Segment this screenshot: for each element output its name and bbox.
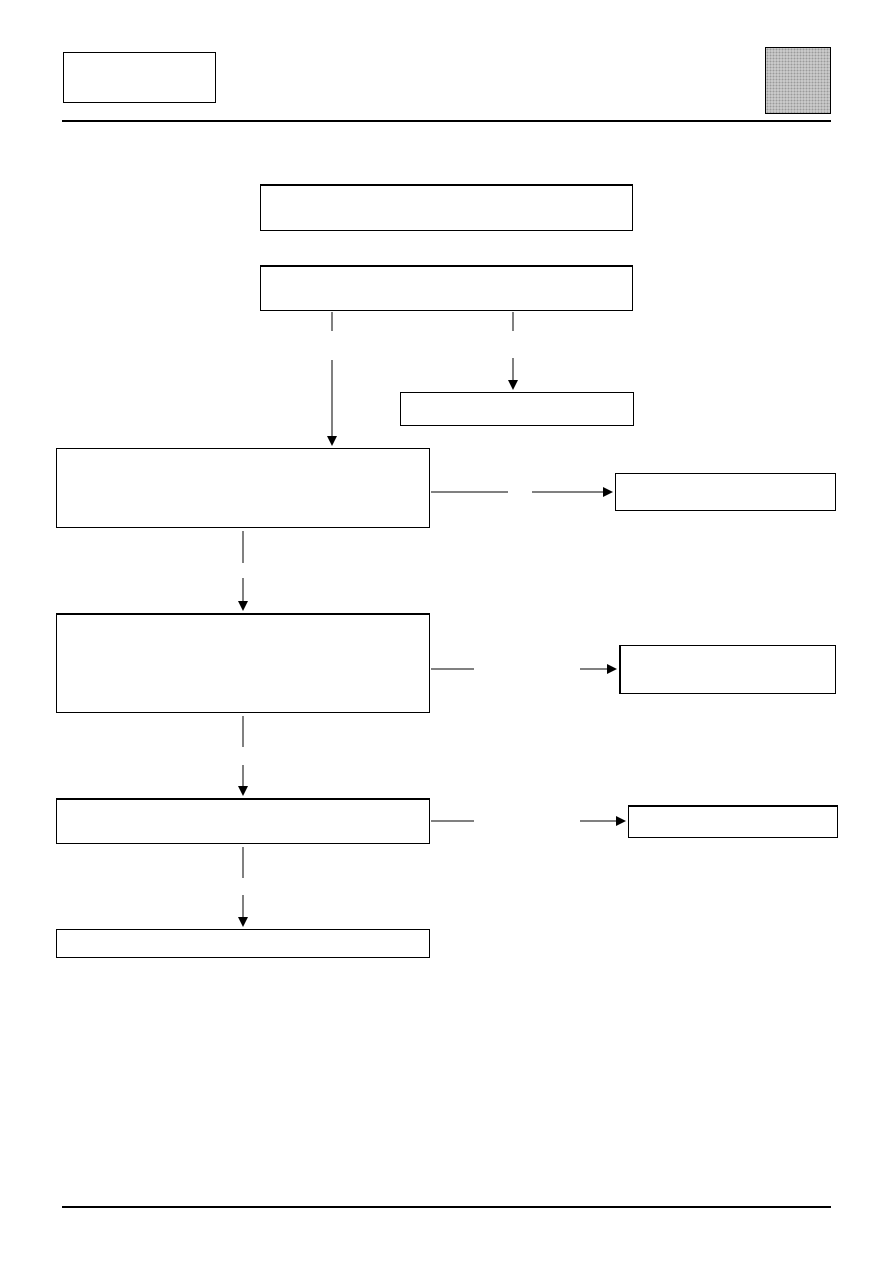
footer-text [62, 1212, 831, 1232]
flow-node-start-top [260, 184, 633, 231]
header-tab-text [766, 48, 830, 60]
header-rule [62, 120, 831, 122]
flow-node-step-2-result [619, 645, 836, 694]
flow-node-step-3 [56, 798, 430, 844]
header-label-box [63, 52, 216, 103]
flow-node-start-second-label [261, 267, 632, 279]
header-gray-tab [765, 47, 831, 114]
flow-node-step-1 [56, 448, 430, 528]
flow-node-start-second [260, 265, 633, 311]
header-label-text [64, 53, 215, 65]
flow-node-final [56, 929, 430, 958]
flow-node-step-3-label [57, 800, 429, 812]
flow-node-step-1-result [615, 473, 836, 511]
flow-node-step-2-label [57, 615, 429, 627]
flow-node-step-2 [56, 613, 430, 713]
flow-node-branch-right [400, 392, 634, 426]
flow-node-step-2-result-label [621, 646, 835, 658]
flow-node-branch-right-label [401, 393, 633, 405]
flow-node-final-label [57, 930, 429, 942]
footer-rule [62, 1206, 831, 1208]
flow-node-step-1-label [57, 449, 429, 461]
flow-node-step-3-result [628, 805, 838, 838]
flow-node-step-1-result-label [616, 474, 835, 486]
flow-node-step-3-result-label [629, 807, 837, 819]
flow-node-start-top-label [261, 186, 632, 198]
